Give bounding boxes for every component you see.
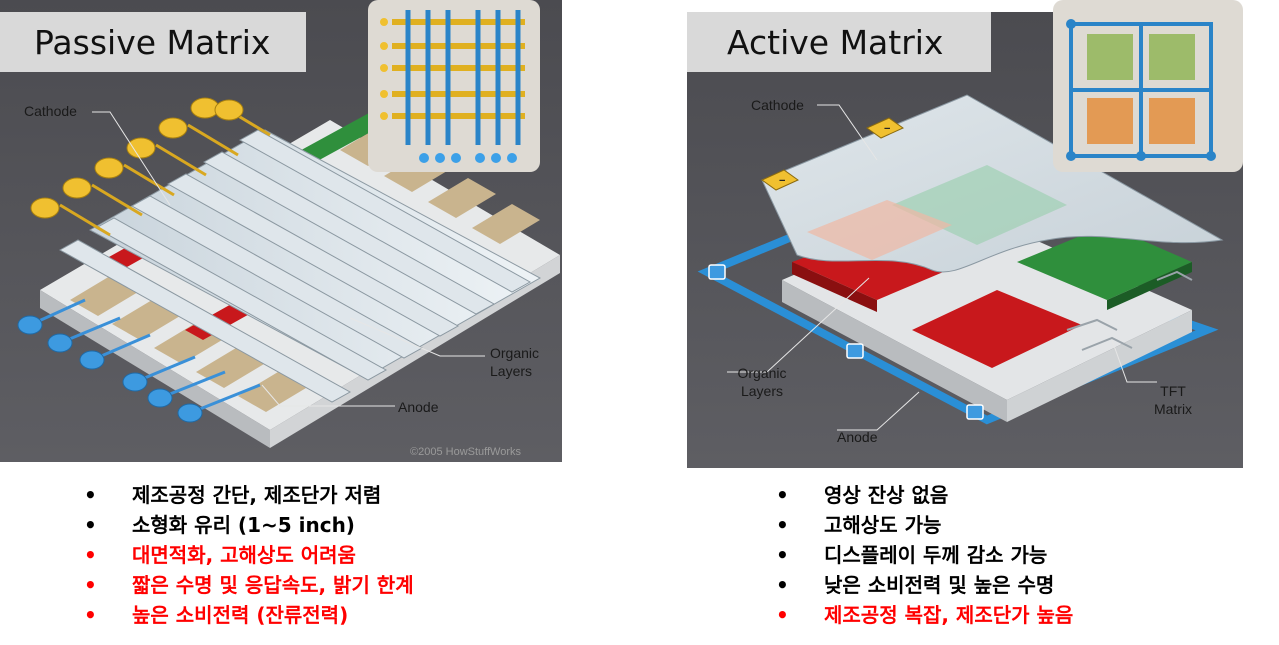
bullet-text: 대면적화, 고해상도 어려움 xyxy=(132,543,356,567)
active-cathode-label: Cathode xyxy=(751,97,804,113)
bullet-text: 소형화 유리 (1~5 inch) xyxy=(132,513,355,537)
watermark: ©2005 HowStuffWorks xyxy=(410,446,522,458)
active-bullet-item: •영상 잔상 없음 xyxy=(776,483,949,507)
active-organic-layers-label: Organic Layers xyxy=(737,365,787,399)
tft-matrix-label: TFT Matrix xyxy=(1153,383,1193,417)
passive-cathode-label: Cathode xyxy=(24,103,77,119)
passive-bullet-list: •제조공정 간단, 제조단가 저렴 •소형화 유리 (1~5 inch) •대면… xyxy=(84,480,414,630)
passive-matrix-illustration xyxy=(0,0,562,462)
active-matrix-diagram: − − Act xyxy=(687,0,1243,470)
passive-anode-label: Anode xyxy=(398,399,439,415)
bullet-text: 제조공정 복잡, 제조단가 높음 xyxy=(824,603,1074,627)
svg-text:−: − xyxy=(884,123,890,135)
passive-bullet-item: •제조공정 간단, 제조단가 저렴 xyxy=(84,483,382,507)
active-bullet-list: •영상 잔상 없음 •고해상도 가능 •디스플레이 두께 감소 가능 •낮은 소… xyxy=(776,480,1073,630)
active-matrix-title: Active Matrix xyxy=(687,12,991,72)
passive-bullet-item: •짧은 수명 및 응답속도, 밝기 한계 xyxy=(84,573,414,597)
bullet-text: 짧은 수명 및 응답속도, 밝기 한계 xyxy=(132,573,414,597)
bullet-text: 디스플레이 두께 감소 가능 xyxy=(824,543,1048,567)
active-bullet-item: •디스플레이 두께 감소 가능 xyxy=(776,543,1048,567)
passive-organic-layers-label: Organic Layers xyxy=(490,345,540,379)
bullet-text: 고해상도 가능 xyxy=(824,513,942,537)
bullet-text: 낮은 소비전력 및 높은 수명 xyxy=(824,573,1055,597)
active-matrix-illustration: − − xyxy=(687,0,1243,468)
active-bullet-item: •낮은 소비전력 및 높은 수명 xyxy=(776,573,1055,597)
passive-bullet-item: •대면적화, 고해상도 어려움 xyxy=(84,543,356,567)
passive-matrix-diagram: Passive Matrix Cathode Organic Layers An… xyxy=(0,0,562,470)
active-bullet-item: •고해상도 가능 xyxy=(776,513,942,537)
active-anode-label: Anode xyxy=(837,429,878,445)
bullet-text: 제조공정 간단, 제조단가 저렴 xyxy=(132,483,382,507)
passive-bullet-item: •높은 소비전력 (잔류전력) xyxy=(84,603,349,627)
passive-matrix-title: Passive Matrix xyxy=(0,12,306,72)
active-bullet-item: •제조공정 복잡, 제조단가 높음 xyxy=(776,603,1074,627)
bullet-text: 영상 잔상 없음 xyxy=(824,483,949,507)
bullet-text: 높은 소비전력 (잔류전력) xyxy=(132,603,349,627)
passive-bullet-item: •소형화 유리 (1~5 inch) xyxy=(84,513,355,537)
svg-text:−: − xyxy=(779,175,785,187)
